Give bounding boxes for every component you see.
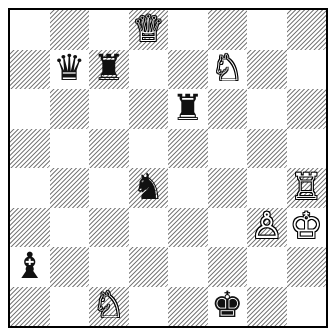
- square-h6[interactable]: [287, 89, 327, 129]
- square-d8[interactable]: ♕: [129, 10, 169, 50]
- square-h1[interactable]: [287, 287, 327, 327]
- square-e2[interactable]: [168, 247, 208, 287]
- black-king-icon[interactable]: ♚: [211, 288, 243, 324]
- square-f4[interactable]: [208, 168, 248, 208]
- square-b2[interactable]: [50, 247, 90, 287]
- square-b4[interactable]: [50, 168, 90, 208]
- square-b7[interactable]: ♛: [50, 50, 90, 90]
- white-king-icon[interactable]: ♔: [290, 209, 322, 245]
- square-h7[interactable]: [287, 50, 327, 90]
- square-e4[interactable]: [168, 168, 208, 208]
- square-b1[interactable]: [50, 287, 90, 327]
- black-knight-icon[interactable]: ♞: [132, 170, 164, 206]
- black-queen-icon[interactable]: ♛: [53, 51, 85, 87]
- square-e6[interactable]: ♜: [168, 89, 208, 129]
- white-knight-icon[interactable]: ♘: [93, 288, 125, 324]
- square-g7[interactable]: [247, 50, 287, 90]
- square-g5[interactable]: [247, 129, 287, 169]
- square-f3[interactable]: [208, 208, 248, 248]
- square-b8[interactable]: [50, 10, 90, 50]
- square-g3[interactable]: ♙: [247, 208, 287, 248]
- square-c5[interactable]: [89, 129, 129, 169]
- square-f8[interactable]: [208, 10, 248, 50]
- chess-board: ♕♛♜♘♜♞♖♙♔♝♘♚: [10, 10, 326, 326]
- square-f2[interactable]: [208, 247, 248, 287]
- square-g4[interactable]: [247, 168, 287, 208]
- black-rook-icon[interactable]: ♜: [93, 51, 125, 87]
- square-a2[interactable]: ♝: [10, 247, 50, 287]
- square-c6[interactable]: [89, 89, 129, 129]
- square-f5[interactable]: [208, 129, 248, 169]
- square-h2[interactable]: [287, 247, 327, 287]
- square-c3[interactable]: [89, 208, 129, 248]
- square-f7[interactable]: ♘: [208, 50, 248, 90]
- square-g2[interactable]: [247, 247, 287, 287]
- square-b6[interactable]: [50, 89, 90, 129]
- square-e7[interactable]: [168, 50, 208, 90]
- square-a5[interactable]: [10, 129, 50, 169]
- square-d2[interactable]: [129, 247, 169, 287]
- square-d1[interactable]: [129, 287, 169, 327]
- square-b5[interactable]: [50, 129, 90, 169]
- square-h8[interactable]: [287, 10, 327, 50]
- square-f1[interactable]: ♚: [208, 287, 248, 327]
- square-d3[interactable]: [129, 208, 169, 248]
- square-g6[interactable]: [247, 89, 287, 129]
- square-c1[interactable]: ♘: [89, 287, 129, 327]
- square-h4[interactable]: ♖: [287, 168, 327, 208]
- square-e5[interactable]: [168, 129, 208, 169]
- square-g1[interactable]: [247, 287, 287, 327]
- black-bishop-icon[interactable]: ♝: [14, 249, 46, 285]
- square-d5[interactable]: [129, 129, 169, 169]
- square-g8[interactable]: [247, 10, 287, 50]
- square-c7[interactable]: ♜: [89, 50, 129, 90]
- white-knight-icon[interactable]: ♘: [211, 51, 243, 87]
- square-a3[interactable]: [10, 208, 50, 248]
- square-f6[interactable]: [208, 89, 248, 129]
- black-rook-icon[interactable]: ♜: [172, 91, 204, 127]
- square-d4[interactable]: ♞: [129, 168, 169, 208]
- square-h5[interactable]: [287, 129, 327, 169]
- square-a7[interactable]: [10, 50, 50, 90]
- white-queen-icon[interactable]: ♕: [132, 12, 164, 48]
- square-c8[interactable]: [89, 10, 129, 50]
- square-d6[interactable]: [129, 89, 169, 129]
- square-h3[interactable]: ♔: [287, 208, 327, 248]
- square-a4[interactable]: [10, 168, 50, 208]
- square-e3[interactable]: [168, 208, 208, 248]
- white-pawn-icon[interactable]: ♙: [251, 209, 283, 245]
- square-b3[interactable]: [50, 208, 90, 248]
- square-c4[interactable]: [89, 168, 129, 208]
- square-e1[interactable]: [168, 287, 208, 327]
- square-c2[interactable]: [89, 247, 129, 287]
- square-a8[interactable]: [10, 10, 50, 50]
- square-a6[interactable]: [10, 89, 50, 129]
- square-d7[interactable]: [129, 50, 169, 90]
- square-e8[interactable]: [168, 10, 208, 50]
- white-rook-icon[interactable]: ♖: [290, 170, 322, 206]
- square-a1[interactable]: [10, 287, 50, 327]
